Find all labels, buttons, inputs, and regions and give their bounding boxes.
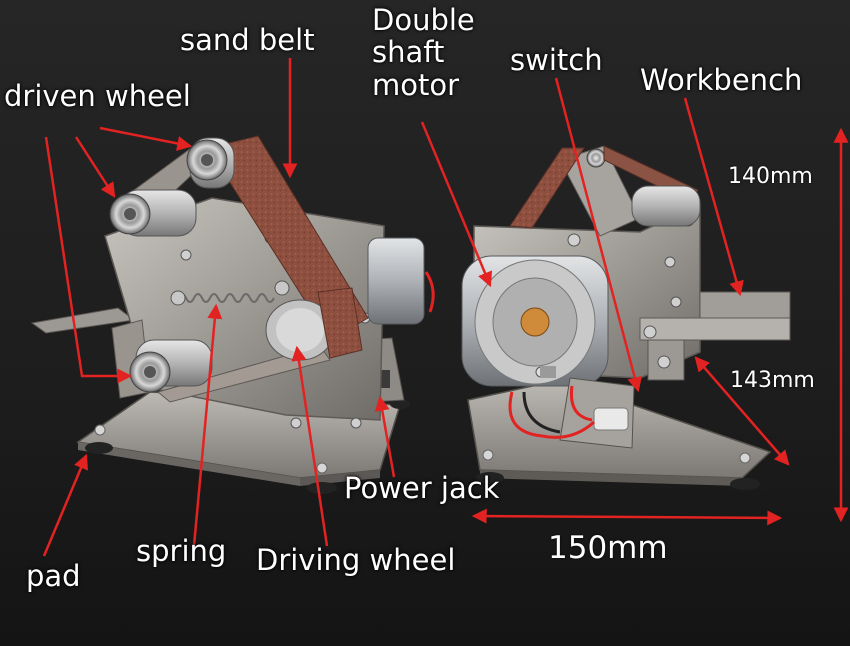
label-power-jack: Power jack	[344, 471, 500, 505]
arrow-driven-wheel-bottom	[44, 136, 133, 384]
arrow-driven-wheel-top	[99, 126, 193, 151]
dimension-line-depth	[694, 356, 790, 466]
label-sand-belt: sand belt	[180, 23, 315, 57]
label-driven-wheel: driven wheel	[4, 79, 191, 113]
arrow-double-shaft-motor	[420, 121, 493, 288]
arrow-switch	[554, 77, 643, 393]
dimension-width: 150mm	[548, 530, 668, 566]
dimension-line-width	[471, 508, 783, 526]
label-double-shaft-motor-line-1: Double	[372, 3, 475, 37]
arrow-workbench	[683, 97, 744, 297]
arrow-spring	[192, 303, 223, 547]
dimension-depth: 143mm	[730, 368, 815, 393]
label-pad: pad	[26, 559, 81, 593]
label-spring: spring	[136, 534, 227, 568]
arrow-driving-wheel	[291, 345, 329, 547]
label-workbench: Workbench	[640, 63, 803, 97]
label-double-shaft-motor-line-2: shaft	[372, 35, 445, 70]
dimension-height: 140mm	[728, 164, 813, 189]
arrow-power-jack	[374, 395, 396, 478]
label-driving-wheel: Driving wheel	[256, 543, 456, 577]
arrow-driven-wheel-left	[74, 136, 116, 198]
label-double-shaft-motor-line-3: motor	[372, 67, 460, 102]
label-double-shaft-motor: Double shaft motor	[372, 3, 475, 102]
label-switch: switch	[510, 43, 603, 77]
arrow-pad	[42, 453, 88, 557]
